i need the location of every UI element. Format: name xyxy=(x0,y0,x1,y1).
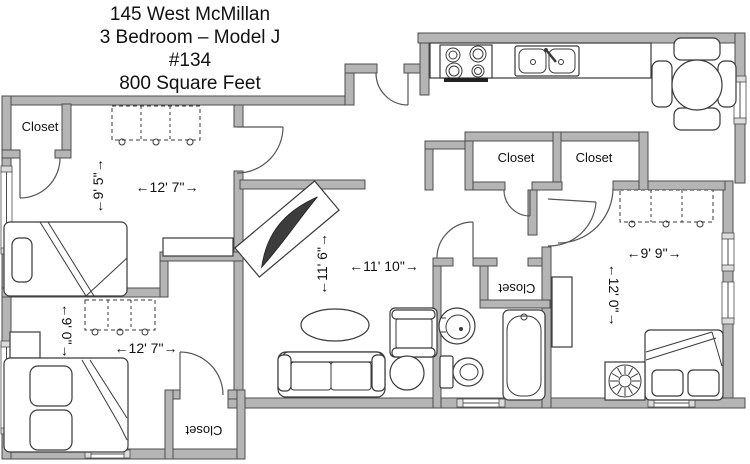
dresser xyxy=(84,299,156,336)
dimension-bedroom3-depth: ←12' 0"→ xyxy=(606,264,622,327)
dimension-labels: ←9' 5"→ ←12' 7"→ ←9' 0"→ ←12' 7"→ ←11' 6… xyxy=(59,158,682,358)
wall-segment xyxy=(233,170,244,399)
bench xyxy=(162,237,234,257)
wall-segment xyxy=(239,179,366,190)
room-labels: Closet Closet Closet Closet Closet xyxy=(22,119,613,438)
wall-segment xyxy=(164,389,174,460)
wall-segment xyxy=(1,149,21,159)
kitchen-sink xyxy=(514,45,580,77)
wall-segment xyxy=(527,189,538,236)
door-bathroom xyxy=(436,221,474,259)
wall-segment xyxy=(403,63,422,74)
wall-segment xyxy=(419,42,430,96)
living-room-furniture xyxy=(234,180,438,398)
dimension-bedroom2-width: ←12' 7"→ xyxy=(115,340,178,356)
window xyxy=(456,398,506,408)
title-line-4: 800 Square Feet xyxy=(119,73,261,94)
door-bedroom1 xyxy=(236,126,284,174)
coffee-table xyxy=(300,308,370,342)
title-line-2: 3 Bedroom – Model J xyxy=(100,27,281,48)
nightstand xyxy=(9,331,41,359)
wall-segment xyxy=(612,180,726,191)
dimension-bedroom1-width: ←12' 7"→ xyxy=(136,179,199,195)
door-closet-top-left xyxy=(19,157,61,199)
bed xyxy=(3,221,128,297)
toilet xyxy=(439,355,484,389)
doors xyxy=(19,72,614,396)
dimension-bedroom3-width: ←9' 9"→ xyxy=(626,245,681,261)
bathroom-furniture xyxy=(438,307,546,401)
cabinet xyxy=(551,276,573,348)
fan xyxy=(604,361,646,401)
wall-segment xyxy=(472,257,498,267)
bedroom2-furniture xyxy=(3,299,156,453)
door-hall-closet-left xyxy=(503,189,531,217)
wall-segment xyxy=(233,104,244,128)
window xyxy=(721,232,735,272)
dresser xyxy=(111,105,201,146)
bathtub xyxy=(502,309,546,401)
kitchen-furniture xyxy=(429,37,737,131)
wall-segment xyxy=(472,181,506,191)
wall-segment xyxy=(54,149,72,159)
dimension-living-width: ←11' 10"→ xyxy=(349,258,419,274)
wall-segment xyxy=(432,257,454,267)
title-block: 145 West McMillan 3 Bedroom – Model J #1… xyxy=(100,4,281,94)
wall-segment xyxy=(531,181,563,191)
bed xyxy=(3,357,129,453)
closet-label-hall-left: Closet xyxy=(498,150,535,165)
closet-label-bottom: Closet xyxy=(185,423,222,438)
title-line-3: #134 xyxy=(169,50,212,71)
door-bedroom2 xyxy=(179,351,224,396)
dining-table xyxy=(651,37,737,131)
closet-label-hall-right: Closet xyxy=(576,150,613,165)
bed xyxy=(644,329,724,401)
dimension-bedroom2-depth: ←9' 0"→ xyxy=(59,303,75,358)
dimension-bedroom1-depth: ←9' 5"→ xyxy=(90,158,106,213)
door-hall-closet-right xyxy=(547,198,597,247)
closet-label-linen: Closet xyxy=(498,281,535,296)
wall-segment xyxy=(344,63,378,74)
door-bedroom3 xyxy=(557,187,614,244)
door-entry xyxy=(375,72,409,106)
dresser xyxy=(619,189,714,228)
wall-segment xyxy=(1,95,353,106)
armchair xyxy=(389,307,438,358)
side-table xyxy=(389,355,425,391)
wall-segment xyxy=(479,299,551,309)
wall-segment xyxy=(464,140,474,191)
bedroom1-furniture xyxy=(3,105,234,297)
bathroom-sink xyxy=(438,307,476,345)
sofa xyxy=(277,351,386,398)
stove xyxy=(439,44,493,82)
futon-diagonal xyxy=(234,180,340,278)
window xyxy=(733,75,747,125)
wall-segment xyxy=(552,131,562,191)
closet-label-top-left: Closet xyxy=(22,119,59,134)
wall-segment xyxy=(236,389,246,460)
wall-segment xyxy=(638,131,649,191)
bedroom3-furniture xyxy=(551,189,724,401)
title-line-1: 145 West McMillan xyxy=(110,4,270,25)
dimension-living-depth: ←11' 6"→ xyxy=(314,233,330,295)
window xyxy=(721,281,735,325)
